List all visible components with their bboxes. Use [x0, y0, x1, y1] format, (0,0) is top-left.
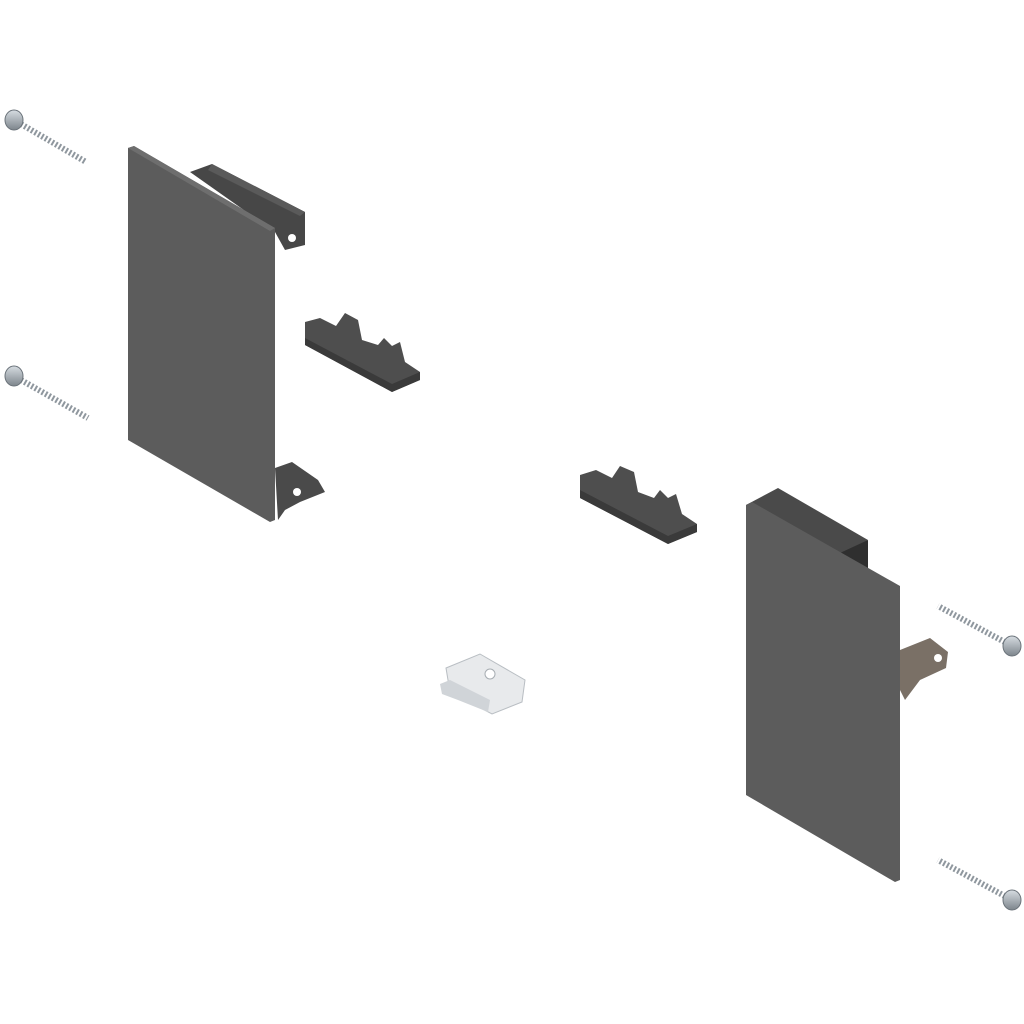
left-front-panel — [128, 146, 325, 522]
screws — [4, 109, 1022, 911]
right-front-panel — [746, 488, 948, 882]
screw-icon — [936, 857, 1022, 911]
screw-icon — [4, 109, 88, 165]
screw-icon — [936, 603, 1022, 657]
white-bracket — [440, 653, 526, 715]
left-connector-clip — [305, 313, 420, 392]
screw-icon — [4, 365, 90, 421]
right-connector-clip — [580, 466, 697, 544]
